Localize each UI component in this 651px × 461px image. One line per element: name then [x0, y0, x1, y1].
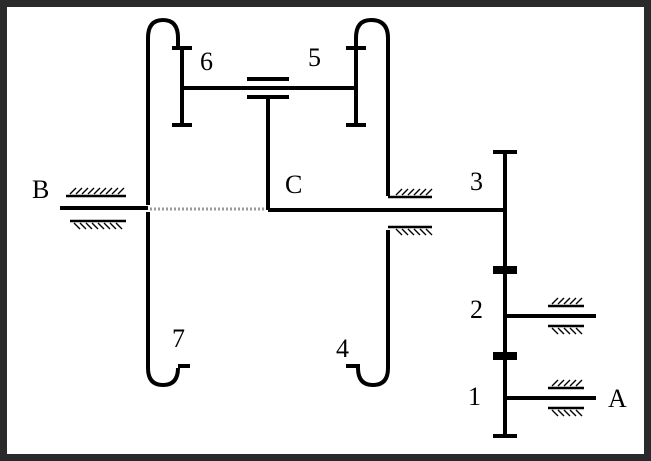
label-b: B [32, 175, 49, 204]
label-a: A [608, 384, 627, 413]
label-gear-6: 6 [200, 47, 213, 76]
label-gear-1: 1 [468, 382, 481, 411]
label-gear-3: 3 [470, 167, 483, 196]
ring-gear-5-4 [346, 17, 390, 388]
label-gear-7: 7 [172, 324, 185, 353]
gear-stack-3-2-1 [493, 150, 517, 438]
diagram-frame [7, 7, 644, 454]
ring-gear-7-6 [146, 17, 190, 388]
label-gear-4: 4 [336, 334, 349, 363]
label-gear-2: 2 [470, 295, 483, 324]
label-gear-5: 5 [308, 43, 321, 72]
bearing-hatches [66, 187, 584, 417]
label-c: C [285, 170, 302, 199]
